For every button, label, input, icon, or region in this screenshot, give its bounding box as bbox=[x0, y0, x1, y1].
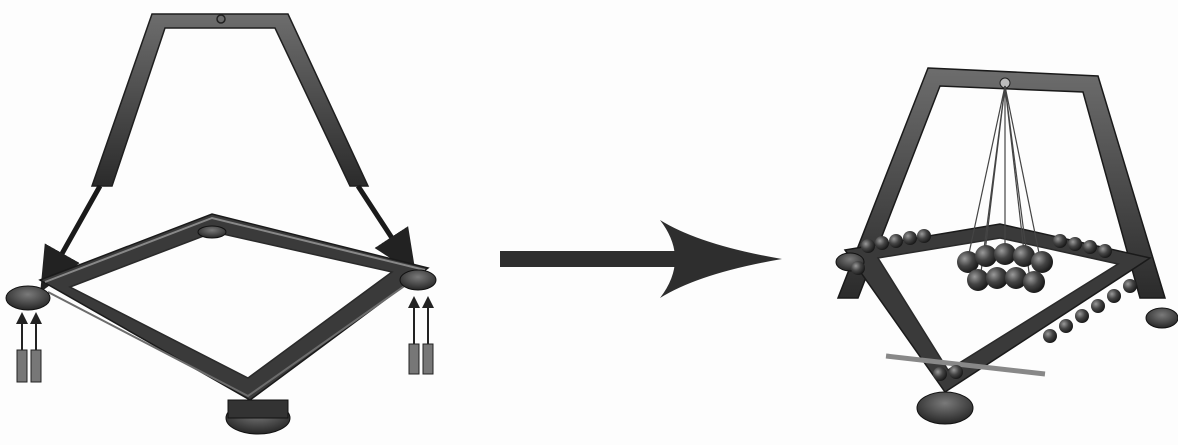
hook-icon bbox=[216, 14, 226, 24]
base-frame-part bbox=[5, 213, 437, 435]
assembly-arrow-right bbox=[355, 184, 416, 275]
assembly-arrow-left bbox=[40, 184, 103, 293]
screw-arrows-left bbox=[16, 312, 42, 383]
assembled-base bbox=[835, 223, 1178, 425]
pendulum-balls bbox=[957, 243, 1053, 293]
frame-balls bbox=[851, 229, 1137, 381]
process-arrow bbox=[500, 220, 782, 298]
disassembled-frame bbox=[5, 13, 437, 435]
screw-arrows-right bbox=[408, 296, 434, 375]
assembled-pendulum bbox=[835, 67, 1178, 425]
top-arch-part bbox=[90, 13, 370, 187]
